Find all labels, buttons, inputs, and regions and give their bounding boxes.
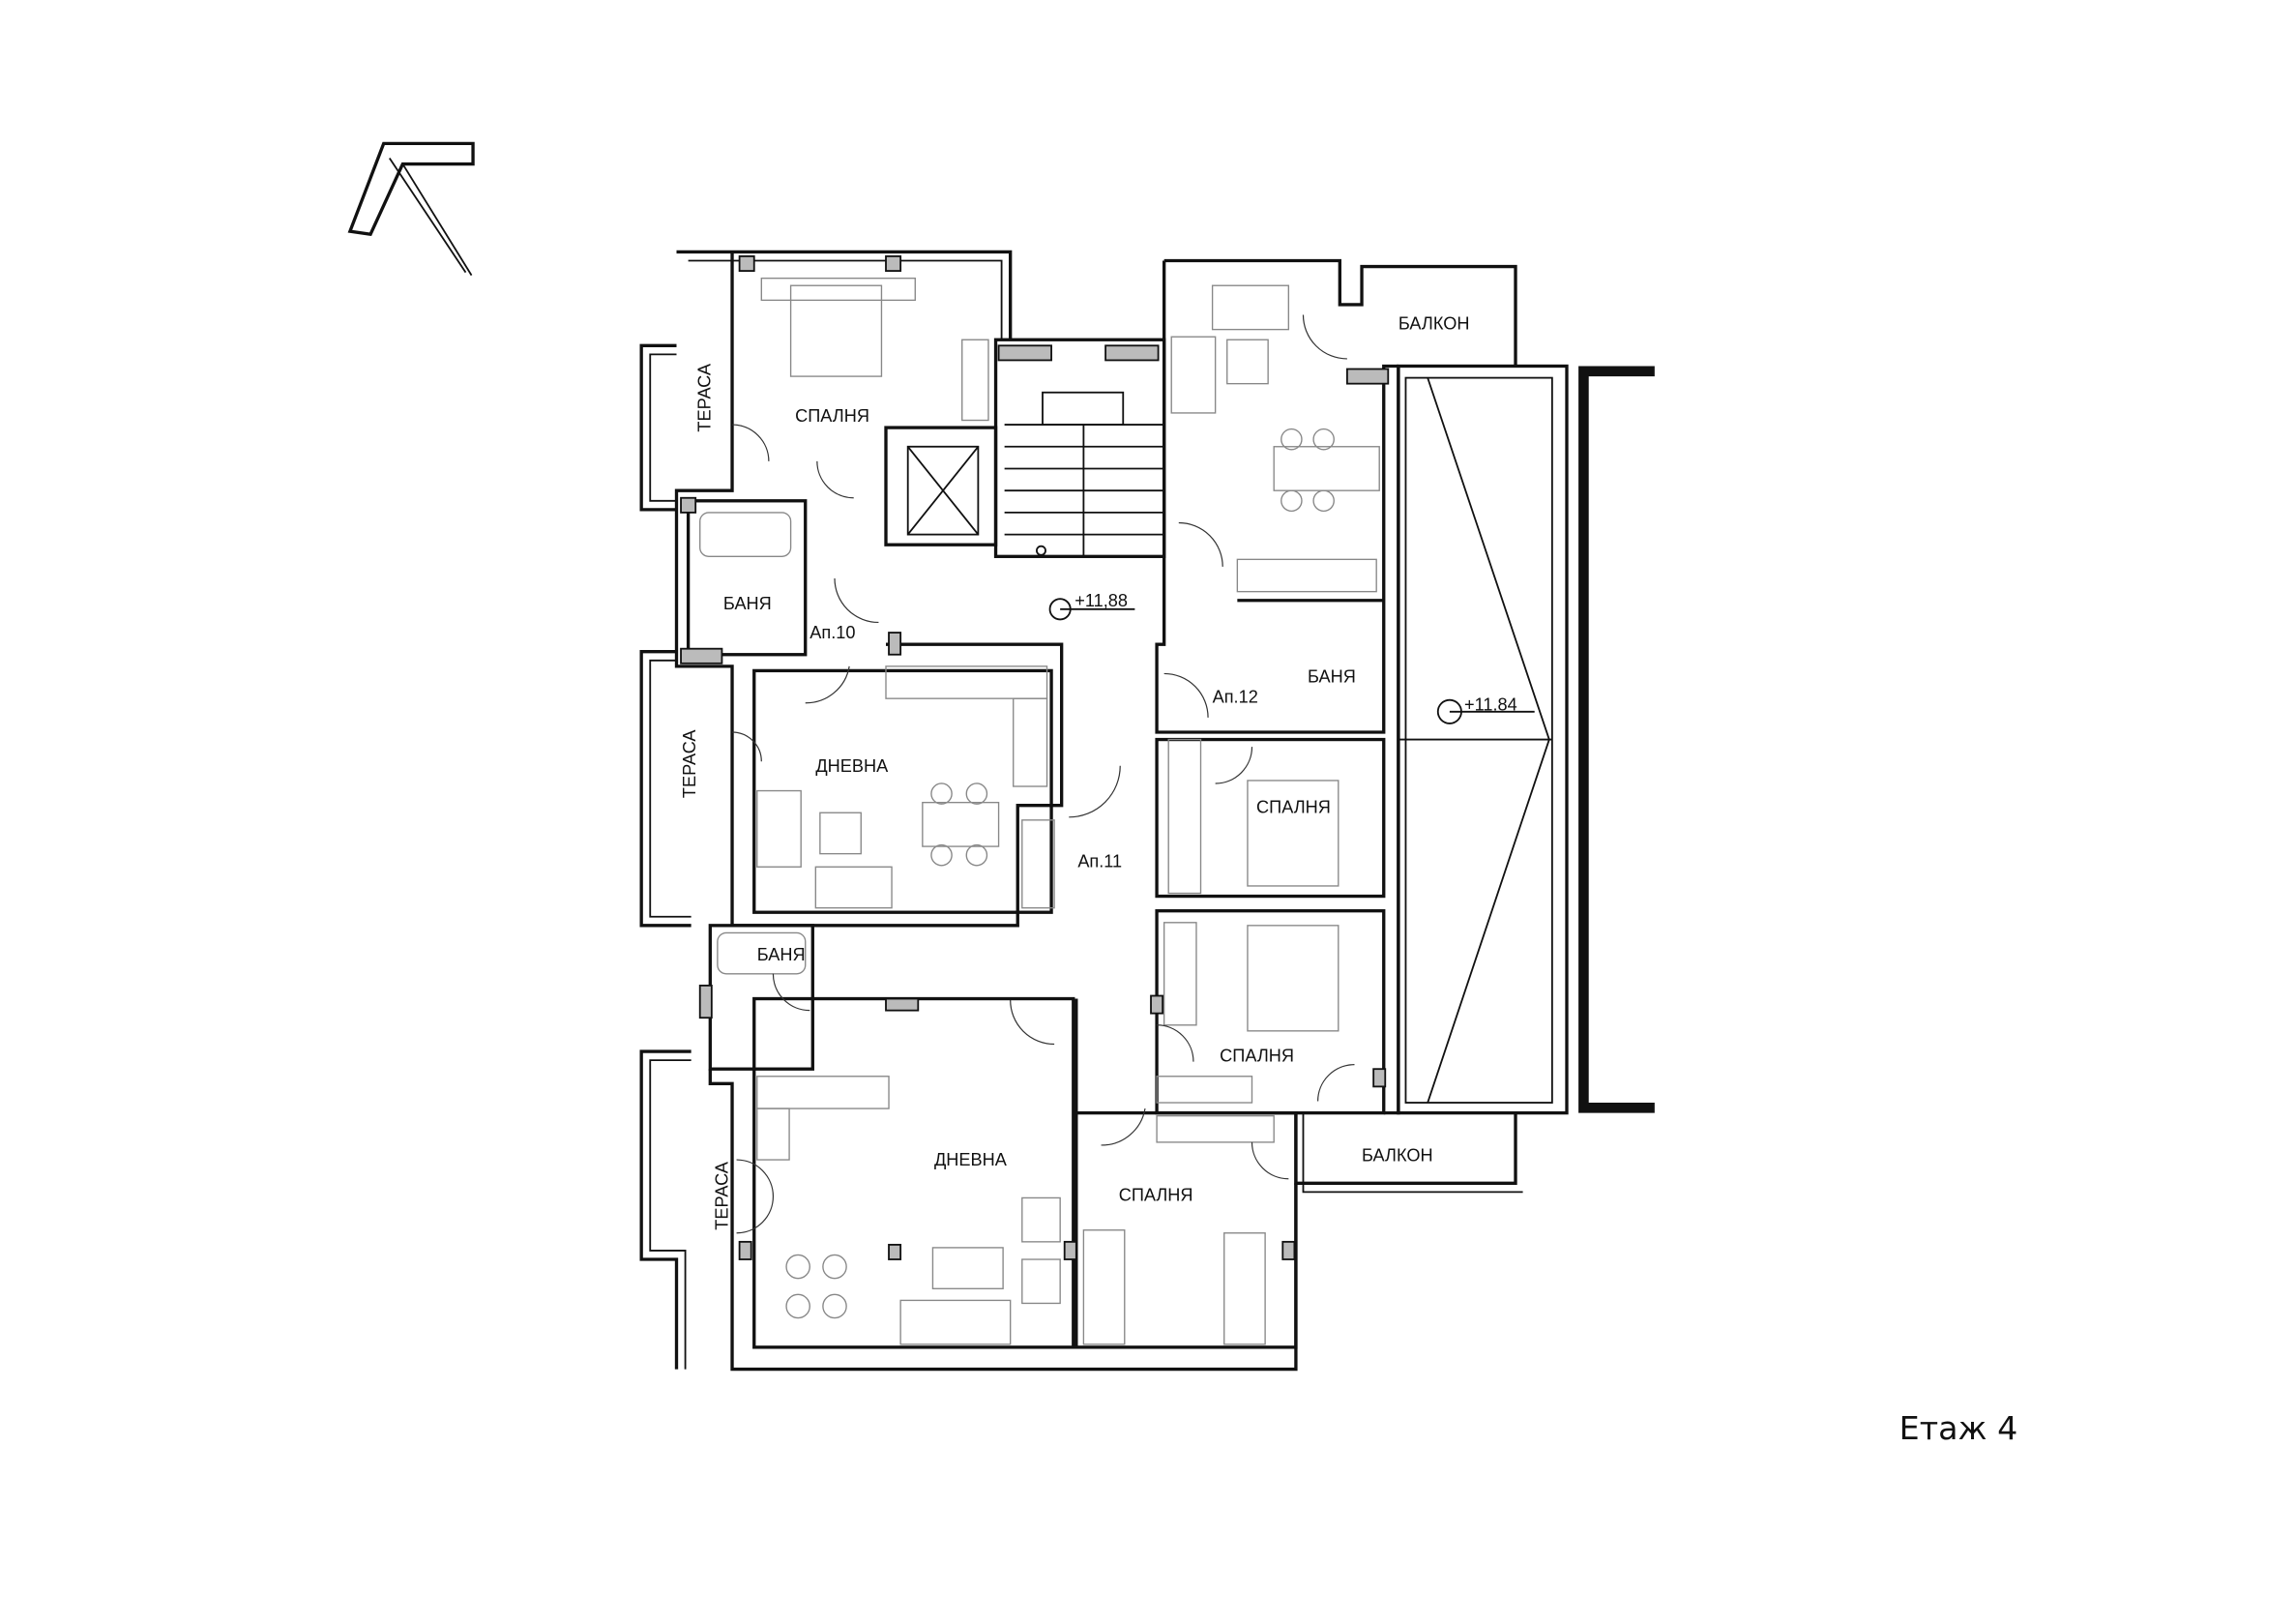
apartment-label-ap11: Ап.11 bbox=[1077, 851, 1122, 871]
room-label-living-ap11: ДНЕВНА bbox=[934, 1150, 1008, 1169]
room-label-terrace-3: ТЕРАСА bbox=[712, 1161, 731, 1230]
room-label-bedroom-ap11-a: СПАЛНЯ bbox=[1119, 1185, 1193, 1204]
level-marker-terrace: +11.84 bbox=[1436, 694, 1535, 724]
level-terrace-label: +11.84 bbox=[1464, 694, 1517, 714]
level-landing-label: +11,88 bbox=[1074, 591, 1128, 610]
room-label-bathroom-ap10: БАНЯ bbox=[723, 594, 772, 613]
room-label-living-ap10: ДНЕВНА bbox=[815, 756, 889, 776]
room-label-bedroom-ap11-b: СПАЛНЯ bbox=[1220, 1047, 1294, 1066]
columns bbox=[680, 255, 1390, 1260]
floor-title: Етаж 4 bbox=[1899, 1409, 2018, 1447]
room-label-terrace-1: ТЕРАСА bbox=[694, 363, 714, 432]
furniture bbox=[699, 277, 1380, 1345]
door-swings bbox=[732, 314, 1355, 1234]
terrace-outlines bbox=[639, 343, 692, 1370]
room-label-bathroom-ap12: БАНЯ bbox=[1308, 667, 1356, 687]
room-label-bedroom-ap12: СПАЛНЯ bbox=[1256, 797, 1331, 816]
apartment-label-ap10: Ап.10 bbox=[809, 623, 855, 642]
room-label-balcony-ap11: БАЛКОН bbox=[1362, 1146, 1433, 1166]
room-label-bedroom-ap10: СПАЛНЯ bbox=[795, 406, 869, 426]
room-label-bathroom-ap11: БАНЯ bbox=[757, 945, 806, 964]
level-marker-landing: +11,88 bbox=[1048, 591, 1135, 621]
apartment-label-ap12: Ап.12 bbox=[1213, 688, 1258, 707]
roof-terrace bbox=[1397, 364, 1655, 1115]
stair-steps bbox=[1004, 391, 1164, 557]
room-label-balcony-ap12: БАЛКОН bbox=[1398, 314, 1470, 334]
room-label-terrace-2: ТЕРАСА bbox=[680, 729, 699, 799]
north-arrow-icon bbox=[347, 141, 475, 277]
